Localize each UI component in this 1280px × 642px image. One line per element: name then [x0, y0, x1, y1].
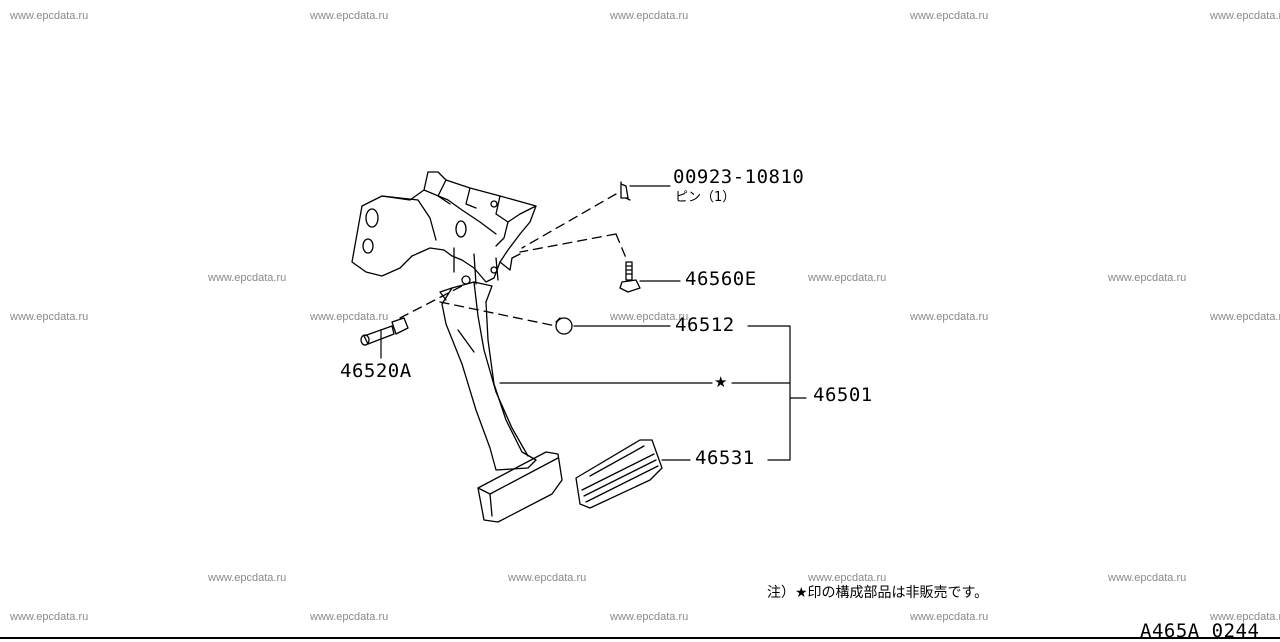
watermark: www.epcdata.ru — [1210, 311, 1280, 323]
diagram-code: A465A 0244 — [1140, 620, 1260, 642]
pedal-bracket — [351, 171, 537, 285]
watermark: www.epcdata.ru — [910, 611, 989, 623]
watermark: www.epcdata.ru — [310, 10, 389, 22]
pedal-pad-on-arm — [477, 451, 563, 523]
leader-lines — [380, 185, 807, 461]
watermark: www.epcdata.ru — [208, 572, 287, 584]
bushing-46512 — [555, 317, 573, 335]
dashed-assembly-lines — [399, 193, 627, 327]
watermark: www.epcdata.ru — [610, 611, 689, 623]
bolt-46520a — [360, 317, 409, 346]
watermark: www.epcdata.ru — [10, 10, 89, 22]
watermark: www.epcdata.ru — [508, 572, 587, 584]
watermark: www.epcdata.ru — [10, 611, 89, 623]
part-number-46531[interactable]: 46531 — [695, 447, 755, 469]
watermark: www.epcdata.ru — [610, 311, 689, 323]
part-name-pin: ピン（1） — [675, 190, 736, 205]
bolt-46560e — [619, 261, 641, 293]
watermark: www.epcdata.ru — [310, 311, 389, 323]
part-number-00923-10810[interactable]: 00923-10810 — [673, 166, 805, 188]
part-number-46560e[interactable]: 46560E — [685, 268, 757, 290]
part-number-46520a[interactable]: 46520A — [340, 360, 412, 382]
watermark: www.epcdata.ru — [1108, 272, 1187, 284]
not-sold-star-icon: ★ — [714, 373, 728, 391]
not-sold-note: 注）★印の構成部品は非販売です。 — [767, 585, 989, 601]
watermark: www.epcdata.ru — [808, 272, 887, 284]
watermark: www.epcdata.ru — [1210, 611, 1280, 623]
watermark: www.epcdata.ru — [610, 10, 689, 22]
pedal-arm — [439, 281, 537, 471]
watermark: www.epcdata.ru — [1210, 10, 1280, 22]
watermark: www.epcdata.ru — [808, 572, 887, 584]
part-number-46512[interactable]: 46512 — [675, 314, 735, 336]
watermark: www.epcdata.ru — [310, 611, 389, 623]
watermark: www.epcdata.ru — [910, 311, 989, 323]
watermark: www.epcdata.ru — [1108, 572, 1187, 584]
pedal-pad-46531 — [575, 439, 663, 509]
part-number-46501[interactable]: 46501 — [813, 384, 873, 406]
pin-part — [620, 181, 631, 201]
watermark: www.epcdata.ru — [10, 311, 89, 323]
watermark: www.epcdata.ru — [910, 10, 989, 22]
watermark: www.epcdata.ru — [208, 272, 287, 284]
